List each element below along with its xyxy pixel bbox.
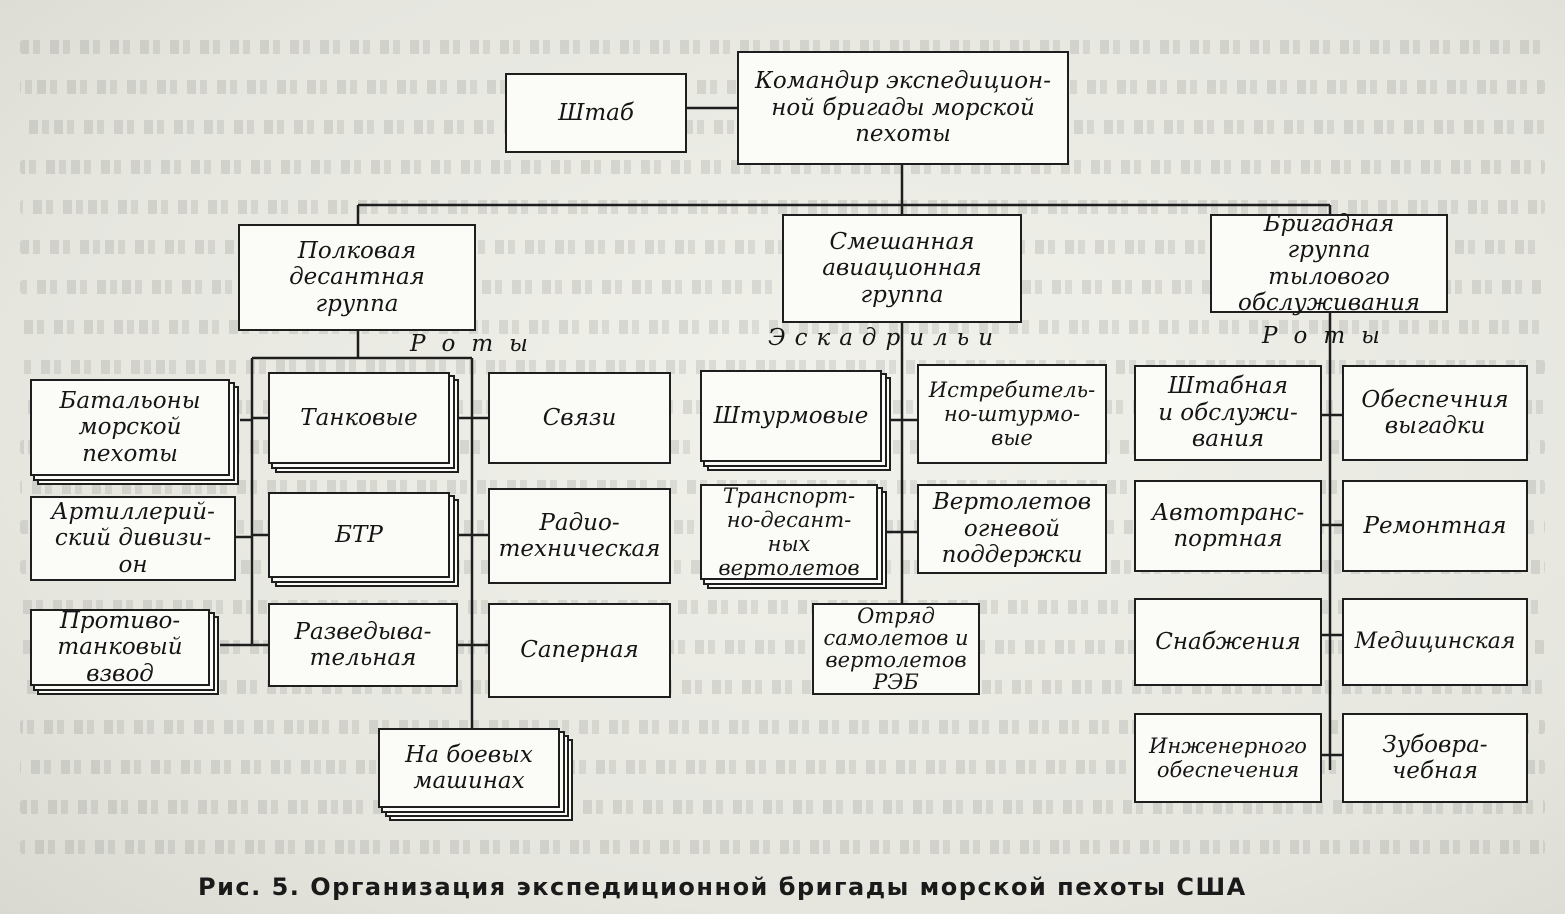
tank-company-box: Танковые xyxy=(268,372,450,464)
engineering-company-box: Инженерного обеспечения xyxy=(1134,713,1322,803)
hq-service-company-box: Штабная и обслужи- вания xyxy=(1134,365,1322,461)
attack-squadron-box: Штурмовые xyxy=(700,370,882,462)
landing-support-company-box: Обеспечния выгадки xyxy=(1342,365,1528,461)
support-group-box: Бригадная группа тылового обслуживания xyxy=(1210,211,1448,316)
companies-label-left: Роты xyxy=(410,331,544,357)
marine-battalions-box: Батальоны морской пехоты xyxy=(30,379,230,476)
aviation-group-box: Смешанная авиационная группа xyxy=(782,214,1022,323)
staff-box: Штаб xyxy=(505,73,687,153)
sapper-company-box: Саперная xyxy=(488,603,671,698)
transport-heli-squadron-box: Транспорт- но-десант- ных вертолетов xyxy=(700,484,878,580)
artillery-division-box: Артиллерий- ский дивизи- он xyxy=(30,496,236,581)
fire-support-heli-squadron-box: Вертолетов огневой поддержки xyxy=(917,484,1107,574)
motor-transport-company-box: Автотранс- портная xyxy=(1134,480,1322,572)
apc-company-box: БТР xyxy=(268,492,450,578)
recon-company-box: Разведыва- тельная xyxy=(268,603,458,687)
commander-box: Командир экспедицион- ной бригады морско… xyxy=(737,51,1069,165)
companies-label-right: Роты xyxy=(1262,323,1396,349)
background-text-line xyxy=(20,40,1545,54)
fighter-attack-squadron-box: Истребитель- но-штурмо- вые xyxy=(917,364,1107,464)
supply-company-box: Снабжения xyxy=(1134,598,1322,686)
background-text-line xyxy=(20,200,1545,214)
medical-company-box: Медицинская xyxy=(1342,598,1528,686)
on-vehicles-box: На боевых машинах xyxy=(378,728,560,808)
antitank-platoon-box: Противо- танковый взвод xyxy=(30,608,210,687)
background-text-line xyxy=(20,160,1545,174)
radio-tech-company-box: Радио- техническая xyxy=(488,488,671,584)
dental-company-box: Зубовра- чебная xyxy=(1342,713,1528,803)
repair-company-box: Ремонтная xyxy=(1342,480,1528,572)
ew-detachment-box: Отряд самолетов и вертолетов РЭБ xyxy=(812,603,980,695)
squadrons-label: Эскадрильи xyxy=(768,325,1003,351)
landing-group-box: Полковая десантная группа xyxy=(238,224,476,331)
background-text-line xyxy=(20,840,1545,854)
signal-company-box: Связи xyxy=(488,372,671,464)
figure-caption: Рис. 5. Организация экспедиционной брига… xyxy=(198,873,1247,901)
